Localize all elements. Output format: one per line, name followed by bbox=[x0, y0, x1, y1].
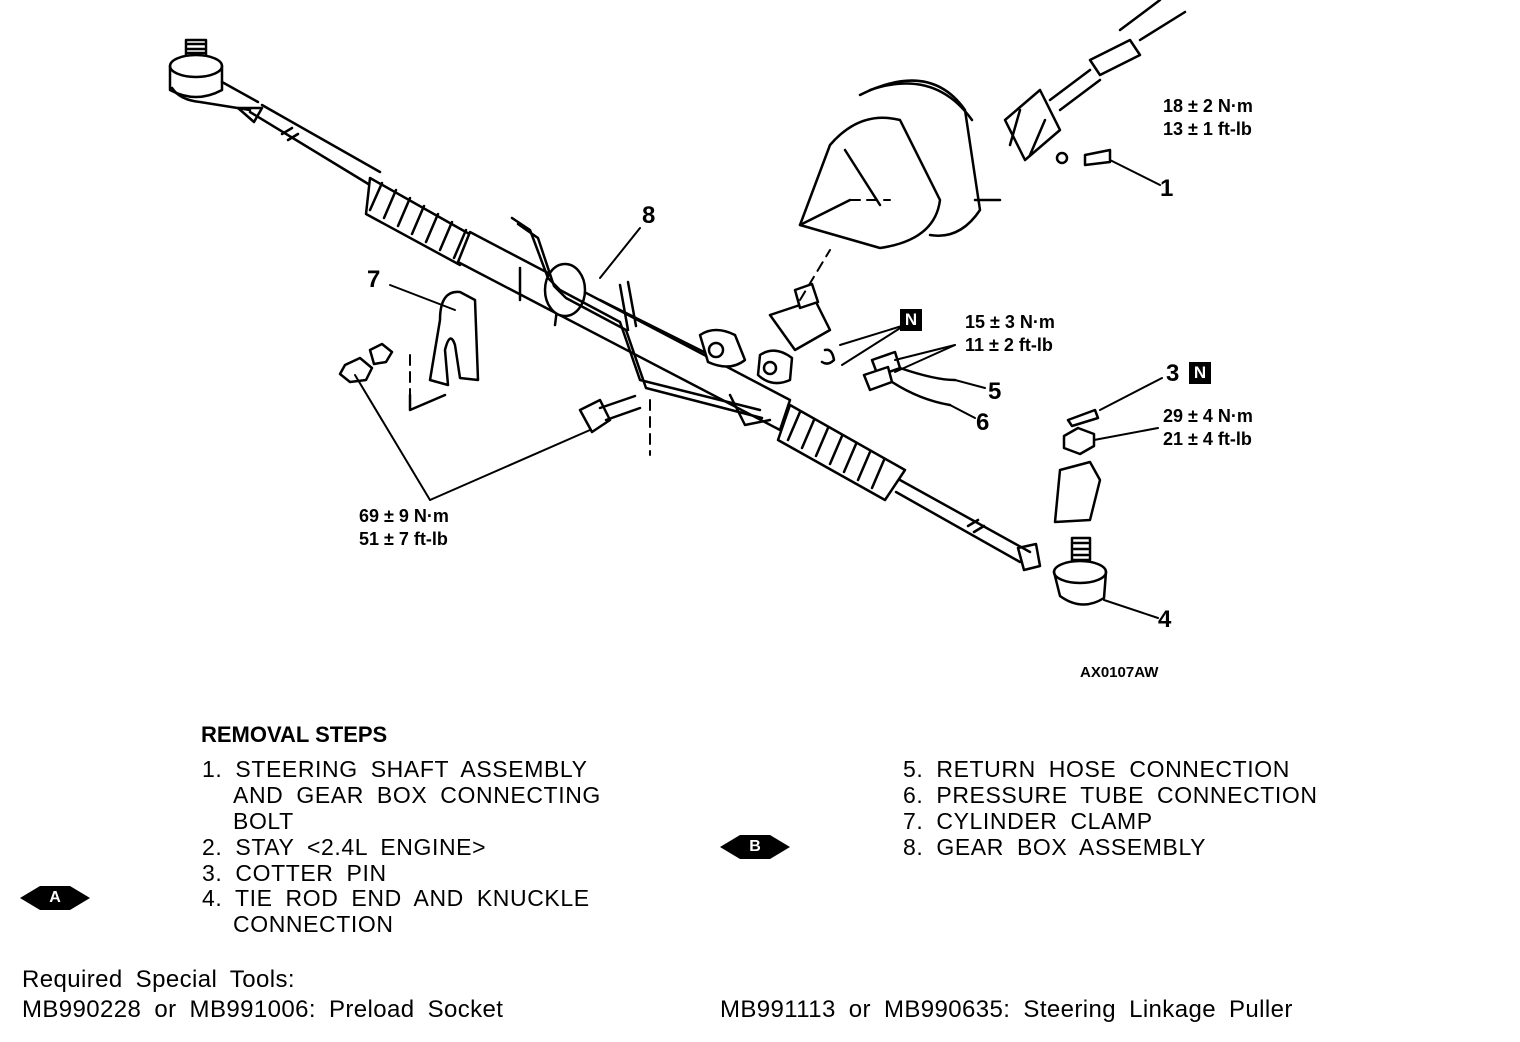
step-6: 6. PRESSURE TUBE CONNECTION bbox=[903, 782, 1318, 808]
n-badge-top: N bbox=[900, 309, 922, 331]
callout-5: 5 bbox=[988, 378, 1002, 405]
pressure-tube bbox=[510, 216, 764, 420]
torque-2-ftlb: 11 ± 2 ft-lb bbox=[965, 335, 1053, 355]
torque-label-1: 18 ± 2 N·m 13 ± 1 ft-lb bbox=[1163, 95, 1253, 141]
hose-fittings bbox=[820, 348, 957, 407]
double-arrow-icon bbox=[20, 886, 90, 910]
torque-label-2: 15 ± 3 N·m 11 ± 2 ft-lb bbox=[965, 311, 1055, 357]
universal-joint bbox=[973, 0, 1187, 202]
step-5: 5. RETURN HOSE CONNECTION bbox=[903, 756, 1290, 782]
torque-4-ftlb: 51 ± 7 ft-lb bbox=[359, 529, 448, 549]
torque-label-4: 69 ± 9 N·m 51 ± 7 ft-lb bbox=[359, 505, 449, 551]
service-marker-b: B bbox=[720, 835, 790, 859]
torque-3-ftlb: 21 ± 4 ft-lb bbox=[1163, 429, 1252, 449]
leader-lines bbox=[354, 159, 1163, 619]
callout-4: 4 bbox=[1158, 606, 1172, 633]
steering-gear-diagram bbox=[168, 0, 1187, 619]
cotter-pin-and-nut bbox=[1053, 408, 1102, 524]
column-cover bbox=[798, 79, 982, 250]
service-marker-a: A bbox=[20, 886, 90, 910]
service-marker-b-label: B bbox=[749, 838, 761, 855]
step-1-line-3: BOLT bbox=[233, 808, 294, 834]
torque-4-nm: 69 ± 9 N·m bbox=[359, 506, 449, 526]
tool-1: MB990228 or MB991006: Preload Socket bbox=[22, 996, 504, 1023]
step-1-line-2: AND GEAR BOX CONNECTING bbox=[233, 782, 601, 808]
torque-1-nm: 18 ± 2 N·m bbox=[1163, 96, 1253, 116]
step-4-line-2: CONNECTION bbox=[233, 911, 394, 937]
step-4-line-1: 4. TIE ROD END AND KNUCKLE bbox=[202, 885, 590, 911]
tool-2: MB991113 or MB990635: Steering Linkage P… bbox=[720, 996, 1293, 1023]
step-8: 8. GEAR BOX ASSEMBLY bbox=[903, 834, 1207, 860]
callout-1: 1 bbox=[1160, 175, 1174, 202]
figure-id: AX0107AW bbox=[1080, 664, 1159, 681]
torque-3-nm: 29 ± 4 N·m bbox=[1163, 406, 1253, 426]
service-marker-a-label: A bbox=[49, 889, 61, 906]
callout-8: 8 bbox=[642, 202, 656, 229]
right-tie-rod bbox=[894, 478, 1108, 606]
left-boot bbox=[364, 176, 482, 267]
torque-2-nm: 15 ± 3 N·m bbox=[965, 312, 1055, 332]
step-3: 3. COTTER PIN bbox=[202, 860, 387, 886]
torque-1-ftlb: 13 ± 1 ft-lb bbox=[1163, 119, 1252, 139]
callout-3: 3 bbox=[1166, 360, 1180, 387]
valve-body bbox=[698, 282, 832, 427]
step-2: 2. STAY <2.4L ENGINE> bbox=[202, 834, 487, 860]
cylinder-clamp bbox=[338, 290, 480, 412]
tools-heading: Required Special Tools: bbox=[22, 966, 295, 993]
torque-label-3: 29 ± 4 N·m 21 ± 4 ft-lb bbox=[1163, 405, 1253, 451]
n-badge-item-3: N bbox=[1189, 362, 1211, 384]
step-1-line-1: 1. STEERING SHAFT ASSEMBLY bbox=[202, 756, 588, 782]
mounting-bolt bbox=[578, 394, 642, 434]
right-boot bbox=[776, 403, 907, 502]
callout-7: 7 bbox=[367, 266, 381, 293]
step-7: 7. CYLINDER CLAMP bbox=[903, 808, 1153, 834]
alignment-lines bbox=[409, 199, 891, 456]
double-arrow-icon bbox=[720, 835, 790, 859]
removal-steps-title: REMOVAL STEPS bbox=[201, 722, 388, 747]
callout-6: 6 bbox=[976, 409, 990, 436]
left-tie-rod-end bbox=[168, 38, 382, 187]
